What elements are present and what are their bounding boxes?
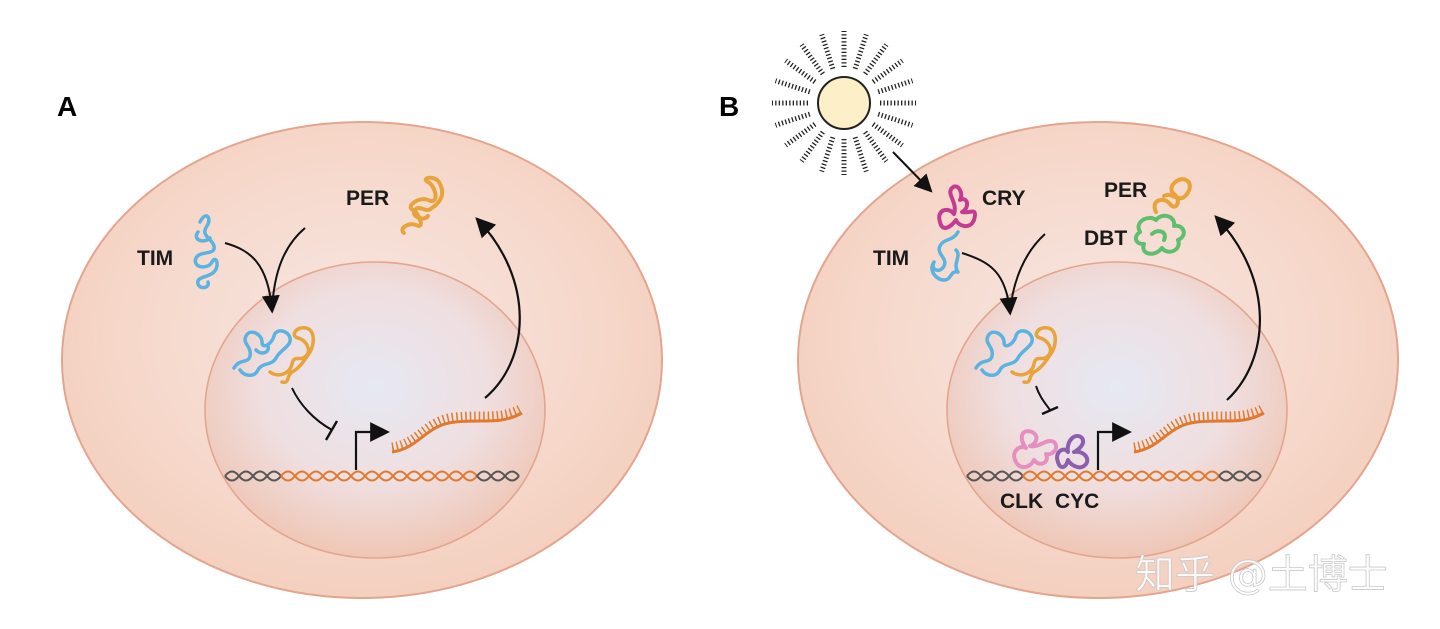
panel-b-inhibition-line — [1035, 385, 1051, 411]
panel-b-cry-label: CRY — [982, 187, 1026, 210]
sun-ray — [863, 130, 889, 163]
panel-b-nucleus — [946, 261, 1288, 559]
panel-a-tim-label: TIM — [137, 247, 173, 270]
panel-b-per-protein — [1152, 177, 1192, 214]
panel-b: B CRY — [719, 31, 1399, 599]
sun-ray — [852, 33, 869, 70]
panel-a-promoter-arrow — [354, 422, 390, 470]
panel-b-cyc-label: CYC — [1055, 490, 1099, 513]
panel-b-clk-protein — [1012, 429, 1059, 469]
panel-b-mrna — [1133, 403, 1267, 454]
panel-b-dna — [966, 470, 1262, 482]
panel-b-import-arrow — [961, 252, 1018, 316]
sun-ray — [784, 58, 817, 84]
sun-icon — [772, 31, 916, 175]
panel-b-dbt-protein — [1133, 213, 1186, 256]
panel-a-tim-protein — [193, 214, 219, 290]
panel-a-import-arrow-2 — [271, 227, 306, 311]
panel-b-label: B — [719, 91, 739, 122]
panel-a-import-arrow — [224, 242, 280, 314]
sun-ray — [784, 122, 817, 148]
sun-ray — [863, 43, 889, 76]
panel-a-per-protein — [400, 175, 445, 235]
panel-a-per-label: PER — [346, 187, 389, 210]
sun-ray — [799, 43, 825, 76]
panel-a-nucleus — [204, 261, 546, 559]
sun-ray — [819, 33, 836, 70]
sun-ray — [871, 122, 904, 148]
panel-a-label: A — [57, 91, 77, 122]
panel-a-tim-per-complex — [232, 326, 315, 385]
sun-ray — [774, 111, 811, 128]
panel-b-cry-protein — [937, 184, 977, 230]
panel-b-tim-protein — [930, 230, 960, 282]
sun-ray — [877, 111, 914, 128]
sun-ray — [819, 136, 836, 173]
panel-b-clk-label: CLK — [1000, 490, 1043, 513]
panel-a-dna — [224, 470, 520, 482]
panel-a-export-arrow — [475, 217, 521, 399]
panel-b-inhibition-bar — [1041, 405, 1059, 416]
sun-ray — [774, 78, 811, 95]
sun-ray — [877, 78, 914, 95]
panel-a-inhibition-bar — [324, 420, 339, 441]
panel-a-mrna — [391, 403, 525, 454]
panel-b-promoter-arrow — [1096, 422, 1132, 470]
panel-b-light-arrow — [892, 151, 933, 193]
panel-b-tim-label: TIM — [873, 247, 909, 270]
panel-b-export-arrow — [1214, 215, 1261, 401]
panel-b-dbt-label: DBT — [1084, 227, 1127, 250]
panel-a-inhibition-line — [291, 387, 333, 431]
panel-b-cyc-protein — [1055, 433, 1090, 470]
panel-b-import-arrow-2 — [1009, 233, 1046, 313]
panel-a: A PER — [57, 91, 663, 599]
watermark: 知乎 @土博士 — [1135, 552, 1388, 598]
sun-ray — [871, 58, 904, 84]
sun-ray — [852, 136, 869, 173]
sun-ray — [799, 130, 825, 163]
panel-b-tim-per-complex — [974, 326, 1057, 385]
panel-b-per-label: PER — [1104, 179, 1147, 202]
